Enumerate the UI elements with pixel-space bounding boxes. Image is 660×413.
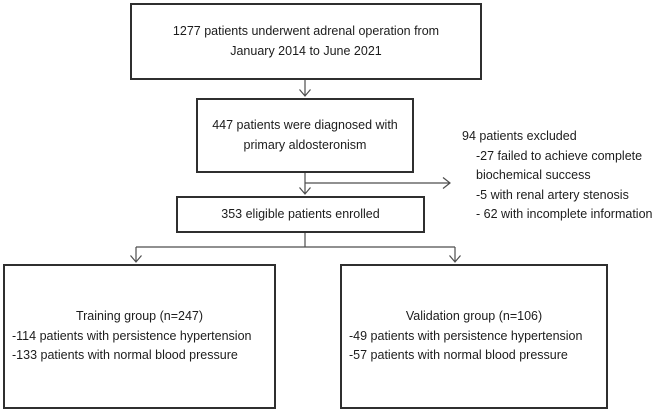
exclusion-note: 94 patients excluded -27 failed to achie… bbox=[462, 127, 660, 225]
training-group-title: Training group (n=247) bbox=[75, 309, 204, 324]
training-group-item-2: -133 patients with normal blood pressure bbox=[12, 348, 238, 363]
exclusion-note-title: 94 patients excluded bbox=[462, 129, 577, 143]
box-validation-group: Validation group (n=106) -49 patients wi… bbox=[340, 264, 608, 409]
box-primary-aldosteronism-line2: primary aldosteronism bbox=[243, 137, 367, 152]
validation-group-item-1: -49 patients with persistence hypertensi… bbox=[349, 328, 583, 343]
box-adrenal-operation-line2: January 2014 to June 2021 bbox=[230, 43, 382, 58]
exclusion-note-item-1: -27 failed to achieve complete bbox=[476, 148, 643, 163]
box-eligible-enrolled: 353 eligible patients enrolled bbox=[176, 196, 425, 233]
exclusion-note-item-3: - 62 with incomplete information bbox=[476, 207, 653, 221]
arrow-diagnosis-to-enrolled bbox=[299, 172, 311, 195]
arrow-top-to-diagnosis bbox=[299, 80, 311, 97]
box-primary-aldosteronism: 447 patients were diagnosed with primary… bbox=[196, 98, 414, 173]
validation-group-item-2: -57 patients with normal blood pressure bbox=[349, 348, 568, 363]
split-connector bbox=[130, 232, 461, 263]
box-training-group: Training group (n=247) -114 patients wit… bbox=[3, 264, 276, 409]
box-adrenal-operation: 1277 patients underwent adrenal operatio… bbox=[130, 3, 482, 80]
box-adrenal-operation-line1: 1277 patients underwent adrenal operatio… bbox=[172, 24, 440, 38]
exclusion-note-item-2: -5 with renal artery stenosis bbox=[476, 187, 629, 202]
exclusion-note-item-1b: biochemical success bbox=[476, 168, 591, 182]
training-group-item-1: -114 patients with persistence hypertens… bbox=[12, 328, 252, 343]
validation-group-title: Validation group (n=106) bbox=[405, 309, 543, 324]
box-primary-aldosteronism-line1: 447 patients were diagnosed with bbox=[212, 118, 398, 132]
box-eligible-enrolled-label: 353 eligible patients enrolled bbox=[221, 206, 380, 221]
arrow-exclusion-branch bbox=[305, 177, 451, 189]
